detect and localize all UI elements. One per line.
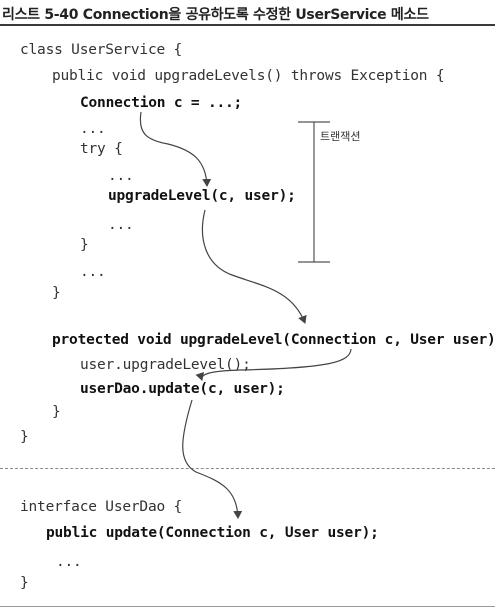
bottom-rule <box>0 606 495 607</box>
code-line-ellipsis-5: ... <box>56 554 82 570</box>
code-line-method-close: } <box>52 285 61 301</box>
transaction-bracket <box>298 121 330 263</box>
code-line-try-close: } <box>80 237 89 253</box>
code-line-method2-close: } <box>52 404 61 420</box>
code-line-user-upgrade: user.upgradeLevel(); <box>80 357 251 373</box>
code-line-ellipsis-1: ... <box>80 121 106 137</box>
code-line-ellipsis-3: ... <box>108 217 134 233</box>
section-divider <box>0 468 495 469</box>
code-line-connection: Connection c = ...; <box>80 95 243 111</box>
code-line-class-close: } <box>20 429 29 445</box>
code-line-upgrade-level-decl: protected void upgradeLevel(Connection c… <box>52 332 495 348</box>
listing-caption: 리스트 5-40 Connection을 공유하도록 수정한 UserServi… <box>0 0 495 26</box>
arrow-connection-to-call <box>139 111 212 187</box>
arrow-update-to-interface <box>182 399 243 519</box>
code-line-upgrade-levels-decl: public void upgradeLevels() throws Excep… <box>52 68 445 84</box>
transaction-label: 트랜잭션 <box>320 130 361 143</box>
code-line-class-decl: class UserService { <box>20 42 183 58</box>
code-line-ellipsis-2: ... <box>108 168 134 184</box>
code-line-interface-update: public update(Connection c, User user); <box>46 525 379 541</box>
code-line-try: try { <box>80 141 123 157</box>
code-line-ellipsis-4: ... <box>80 264 106 280</box>
arrow-param-to-update <box>195 348 352 381</box>
code-line-interface-close: } <box>20 575 29 591</box>
code-line-upgrade-level-call: upgradeLevel(c, user); <box>108 188 296 204</box>
code-line-interface-decl: interface UserDao { <box>20 499 183 515</box>
code-line-dao-update-call: userDao.update(c, user); <box>80 381 285 397</box>
arrow-call-to-method <box>201 209 307 324</box>
